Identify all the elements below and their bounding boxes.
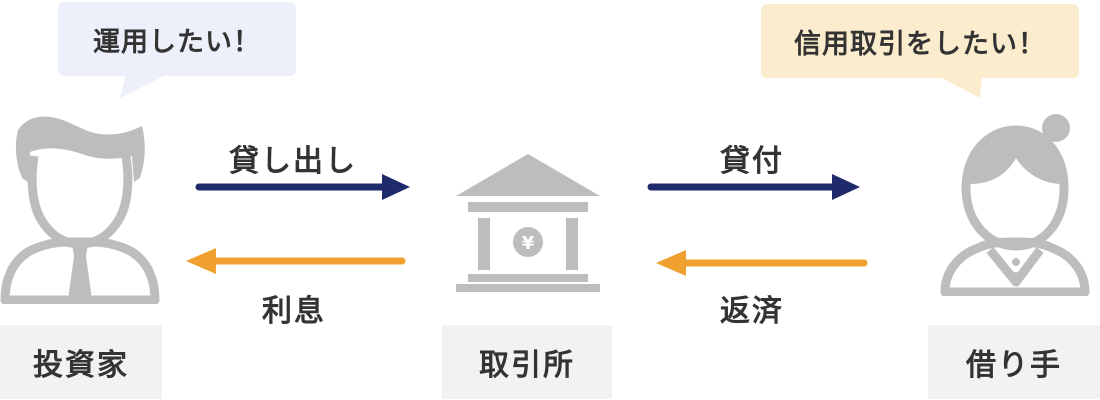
borrower-speech-text: 信用取引をしたい！ [794, 28, 1046, 60]
borrower-speech-bubble: 信用取引をしたい！ [761, 4, 1079, 78]
investor-icon [0, 116, 160, 304]
loan-label: 貸付 [720, 144, 784, 179]
loan-arrow [647, 174, 860, 200]
exchange-label-text: 取引所 [479, 348, 575, 383]
investor-speech-bubble: 運用したい！ [58, 2, 296, 76]
borrower-speech-tail [938, 76, 982, 98]
yen-symbol: ¥ [522, 233, 535, 254]
investor-label-text: 投資家 [33, 348, 129, 383]
lend-label: 貸し出し [229, 144, 357, 179]
borrower-label-text: 借り手 [966, 348, 1062, 383]
repayment-label: 返済 [720, 294, 784, 329]
exchange-label: 取引所 [442, 325, 612, 399]
exchange-bank-icon: ¥ [456, 154, 600, 292]
investor-speech-text: 運用したい！ [93, 26, 261, 58]
investor-speech-tail [120, 74, 168, 98]
borrower-label: 借り手 [928, 325, 1100, 399]
interest-arrow [186, 248, 406, 274]
repayment-arrow [656, 250, 868, 276]
investor-label: 投資家 [0, 325, 162, 399]
lend-arrow [195, 174, 410, 200]
borrower-icon [940, 114, 1090, 296]
interest-label: 利息 [262, 294, 326, 329]
